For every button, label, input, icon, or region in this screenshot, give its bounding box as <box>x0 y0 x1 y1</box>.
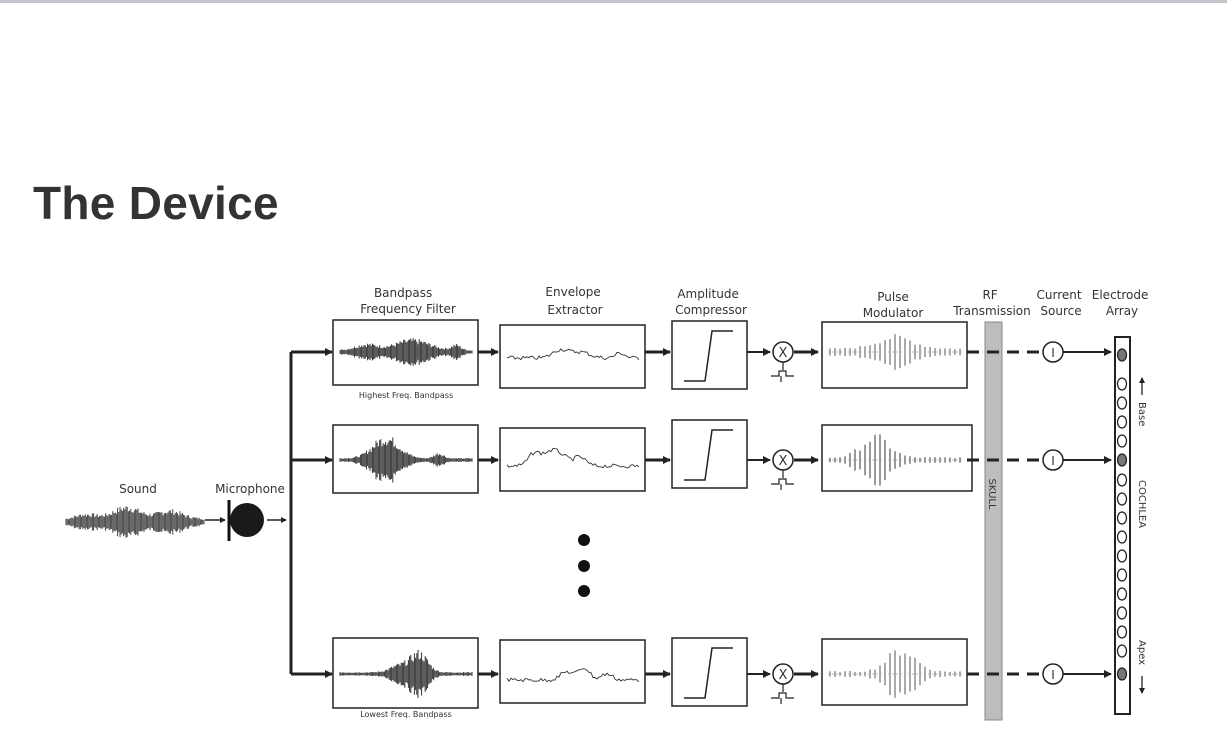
amplitude-compressor-box <box>671 637 748 707</box>
compressor-header: Amplitude Compressor <box>675 287 747 317</box>
top-rule <box>0 0 1227 3</box>
amplitude-compressor-box <box>671 419 748 489</box>
microphone-icon <box>227 500 264 541</box>
envelope-extractor-box <box>499 639 646 704</box>
multiplier-symbol: X <box>779 668 788 683</box>
electrode-contact <box>1116 568 1128 582</box>
electrode-contact <box>1116 396 1128 410</box>
highest-band-label: Highest Freq. Bandpass <box>359 391 453 400</box>
more-channels-dots <box>578 534 590 597</box>
bandpass-header: Bandpass Frequency Filter <box>360 286 456 316</box>
electrode-array <box>1114 336 1131 715</box>
envelope-trace <box>506 447 640 469</box>
base-label: Base <box>1136 402 1147 426</box>
bandpass-waveform <box>339 338 473 366</box>
rf-header: RF Transmission <box>952 288 1031 318</box>
pulse-bars <box>828 650 962 698</box>
apex-label: Apex <box>1136 640 1147 665</box>
current-header: Current Source <box>1037 288 1086 318</box>
electrode-contact <box>1116 549 1128 563</box>
envelope-extractor-box <box>499 324 646 389</box>
multiplier-symbol: X <box>779 454 788 469</box>
electrode-contact <box>1116 377 1128 391</box>
envelope-header: Envelope Extractor <box>545 285 604 317</box>
pulse-bars <box>828 334 962 370</box>
electrode-contact <box>1116 606 1128 620</box>
compression-curve <box>684 429 733 481</box>
multiplier-symbol: X <box>779 346 788 361</box>
base-label-group: Base <box>1136 377 1147 426</box>
pulse-train-icon <box>771 370 794 382</box>
current-symbol: I <box>1051 454 1055 468</box>
electrode-contact <box>1116 530 1128 544</box>
electrode-contact <box>1116 492 1128 506</box>
pulse-header: Pulse Modulator <box>863 290 924 320</box>
electrode-contact <box>1116 644 1128 658</box>
current-symbol: I <box>1051 346 1055 360</box>
electrode-contact <box>1116 473 1128 487</box>
bandpass-waveform <box>339 650 473 698</box>
compression-curve <box>684 330 733 382</box>
amplitude-compressor-box <box>671 320 748 390</box>
electrode-contact <box>1116 415 1128 429</box>
pulse-bars <box>828 434 962 486</box>
electrode-contact <box>1116 625 1128 639</box>
electrode-header: Electrode Array <box>1092 288 1152 318</box>
lowest-band-label: Lowest Freq. Bandpass <box>360 710 452 719</box>
envelope-trace <box>506 348 640 361</box>
skull-band <box>984 321 1003 721</box>
skull-label: SKULL <box>986 478 997 510</box>
compression-curve <box>684 647 733 699</box>
electrode-contact <box>1116 453 1128 467</box>
microphone-label: Microphone <box>215 482 285 496</box>
cochlea-label: COCHLEA <box>1136 480 1147 528</box>
electrode-contact <box>1116 511 1128 525</box>
sound-waveform <box>65 506 205 538</box>
bandpass-waveform <box>339 437 473 483</box>
current-symbol: I <box>1051 668 1055 682</box>
pulse-train-icon <box>771 692 794 704</box>
sound-label: Sound <box>119 482 157 496</box>
electrode-contact <box>1116 348 1128 362</box>
envelope-trace <box>506 668 640 683</box>
pulse-train-icon <box>771 478 794 490</box>
electrode-contact <box>1116 587 1128 601</box>
electrode-contact <box>1116 434 1128 448</box>
electrode-contact <box>1116 667 1128 681</box>
pulse-modulator-box <box>821 424 973 492</box>
apex-label-group: Apex <box>1136 640 1147 694</box>
slide-title: The Device <box>33 177 279 229</box>
